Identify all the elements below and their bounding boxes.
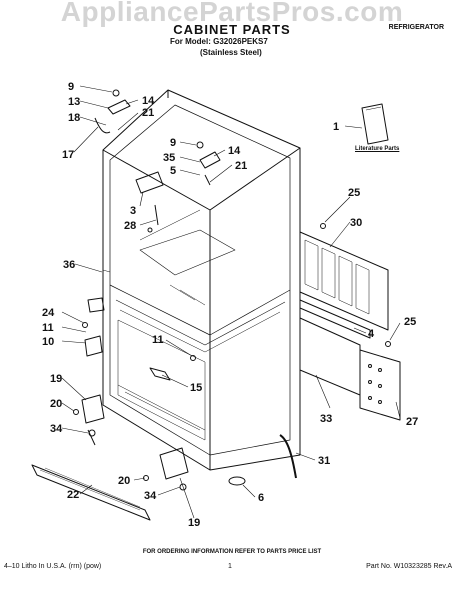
callout-label: 6 — [258, 492, 264, 504]
handle-part — [279, 434, 297, 479]
page-title: CABINET PARTS — [173, 22, 291, 37]
callout-label: 13 — [68, 96, 80, 108]
callout-label: 15 — [190, 382, 202, 394]
lower-hinge-right — [159, 447, 189, 480]
bracket-part — [135, 171, 164, 194]
callout-label: 25 — [404, 316, 416, 328]
control-part — [84, 335, 103, 357]
literature-parts-label: Literature Parts — [355, 146, 400, 152]
callout-label: 18 — [68, 112, 80, 124]
callout-label: 21 — [235, 160, 247, 172]
callout-label: 34 — [50, 423, 63, 435]
cabinet-liner — [109, 104, 291, 456]
callout-label: 19 — [188, 517, 200, 529]
foot-part — [228, 476, 246, 486]
literature-part — [361, 103, 389, 145]
callout-label: 21 — [142, 107, 154, 119]
callout-label: 1 — [333, 121, 339, 133]
callout-label: 11 — [152, 334, 164, 346]
side-panel — [359, 349, 401, 421]
callout-label: 31 — [318, 455, 330, 467]
top-hinge-left — [107, 99, 131, 115]
callout-label: 11 — [42, 322, 54, 334]
callout-label: 3 — [130, 205, 136, 217]
grille-part — [31, 464, 151, 521]
callout-label: 10 — [42, 336, 54, 348]
callout-label: 33 — [320, 413, 332, 425]
callout-label: 36 — [63, 259, 75, 271]
rear-panel — [299, 231, 389, 331]
callout-label: 4 — [368, 328, 375, 340]
litho-footer: 4–10 Litho In U.S.A. (rrn) (pow) — [4, 563, 102, 570]
callout-label: 9 — [170, 137, 176, 149]
page-number: 1 — [228, 563, 232, 570]
watermark: AppliancePartsPros.com — [60, 0, 404, 27]
callout-label: 34 — [144, 490, 157, 502]
callout-label: 22 — [67, 489, 79, 501]
callout-label: 30 — [350, 217, 362, 229]
model-variant: (Stainless Steel) — [200, 48, 262, 57]
callout-label: 28 — [124, 220, 136, 232]
appliance-type: REFRIGERATOR — [388, 24, 444, 31]
lower-hinge-left — [81, 394, 105, 424]
callout-label: 17 — [62, 149, 74, 161]
model-number: For Model: G32026PEKS7 — [170, 37, 268, 46]
callout-label: 5 — [170, 165, 176, 177]
part-number-footer: Part No. W10323285 Rev.A — [366, 563, 452, 570]
top-hinge-right — [199, 151, 221, 169]
callout-label: 25 — [348, 187, 360, 199]
callout-label: 19 — [50, 373, 62, 385]
access-panel — [299, 299, 371, 339]
callout-label: 14 — [228, 145, 241, 157]
callout-label: 35 — [163, 152, 175, 164]
callout-label: 14 — [142, 95, 155, 107]
callout-label: 20 — [50, 398, 62, 410]
callout-label: 20 — [118, 475, 130, 487]
ordering-note: FOR ORDERING INFORMATION REFER TO PARTS … — [142, 549, 322, 555]
callout-label: 24 — [42, 307, 55, 319]
callout-label: 9 — [68, 81, 74, 93]
callout-label: 27 — [406, 416, 418, 428]
